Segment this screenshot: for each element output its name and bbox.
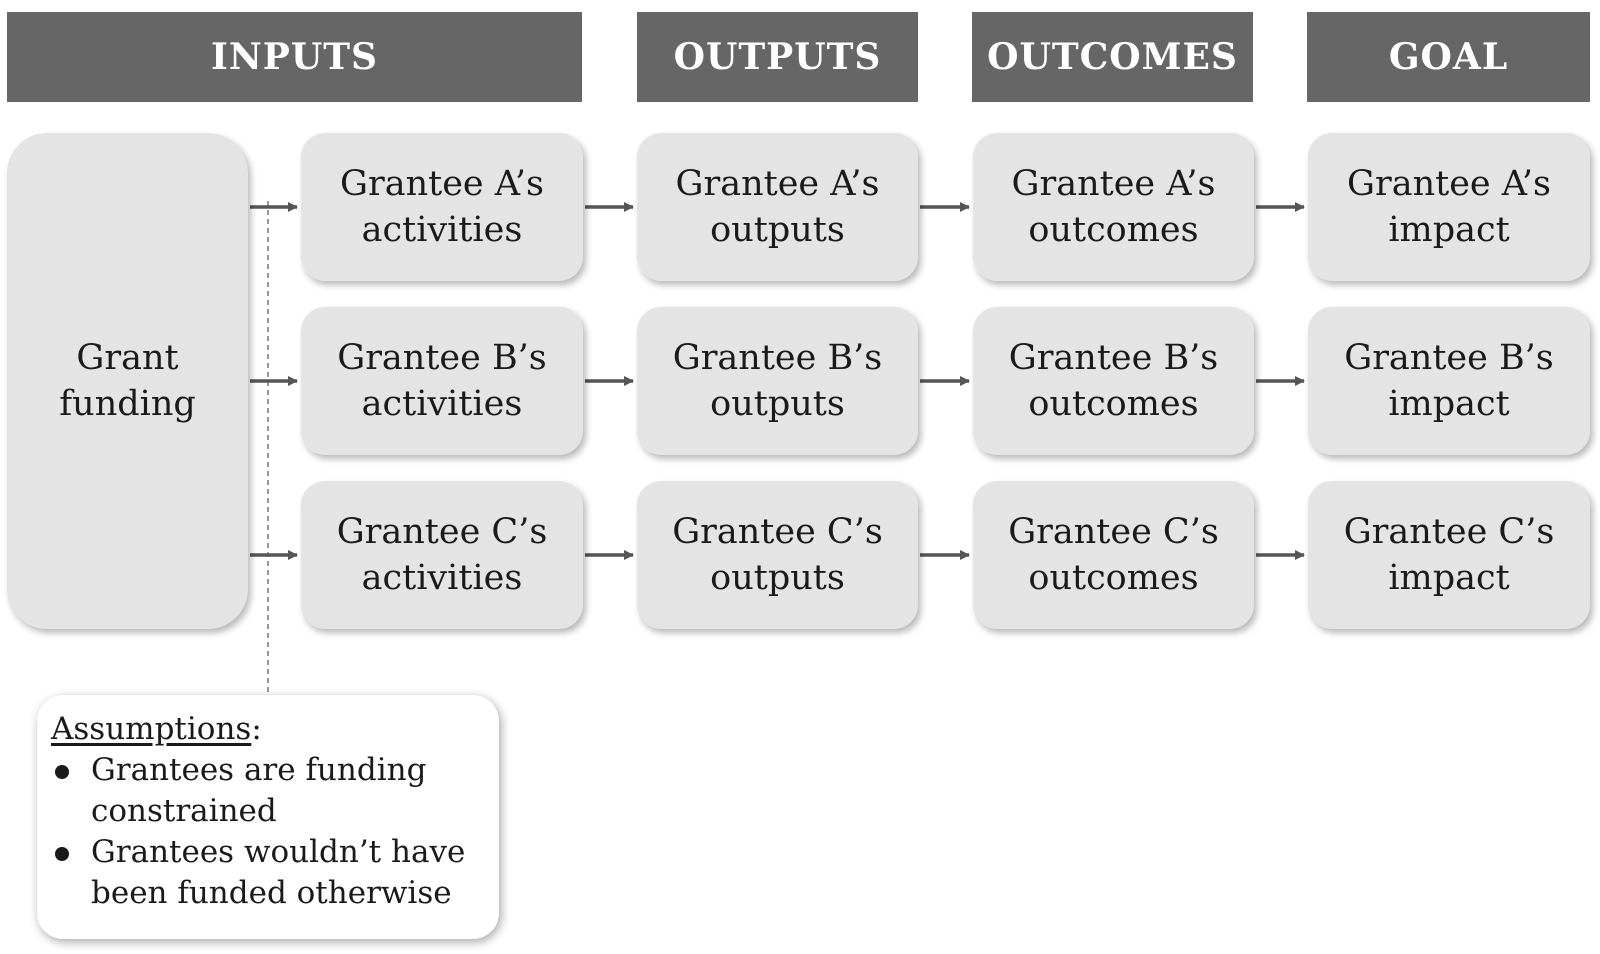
- outputs-a-line1: Grantee A’s: [675, 164, 880, 204]
- assumptions-title: Assumptions:: [51, 709, 485, 750]
- impact-box-b: Grantee B’s impact: [1308, 307, 1590, 455]
- assumptions-title-text: Assumptions: [51, 711, 252, 747]
- outputs-c-line1: Grantee C’s: [672, 512, 883, 552]
- activities-b-line2: activities: [361, 384, 523, 424]
- bullet-icon: [55, 847, 69, 861]
- impact-box-a: Grantee A’s impact: [1308, 133, 1590, 281]
- outputs-c-line2: outputs: [710, 558, 845, 598]
- activities-c-line2: activities: [361, 558, 523, 598]
- outputs-box-c: Grantee C’s outputs: [637, 481, 918, 629]
- grant-funding-box: Grant funding: [7, 133, 248, 629]
- header-goal: GOAL: [1307, 12, 1590, 102]
- grant-funding-label-line1: Grant: [76, 338, 179, 378]
- assumption-2-line1: Grantees wouldn’t have: [91, 834, 466, 870]
- outputs-b-line1: Grantee B’s: [672, 338, 883, 378]
- bullet-icon: [55, 765, 69, 779]
- grant-funding-label-line2: funding: [59, 384, 196, 424]
- outputs-b-line2: outputs: [710, 384, 845, 424]
- outcomes-box-a: Grantee A’s outcomes: [973, 133, 1254, 281]
- impact-a-line2: impact: [1388, 210, 1510, 250]
- outcomes-b-line2: outcomes: [1028, 384, 1199, 424]
- assumption-1-line1: Grantees are funding: [91, 752, 427, 788]
- outcomes-c-line1: Grantee C’s: [1008, 512, 1219, 552]
- assumptions-list: Grantees are funding constrained Grantee…: [51, 750, 485, 914]
- assumption-2-line2: been funded otherwise: [91, 875, 452, 911]
- assumptions-title-colon: :: [251, 711, 262, 747]
- outcomes-c-line2: outcomes: [1028, 558, 1199, 598]
- outcomes-box-b: Grantee B’s outcomes: [973, 307, 1254, 455]
- impact-c-line1: Grantee C’s: [1343, 512, 1555, 552]
- header-outcomes: OUTCOMES: [972, 12, 1253, 102]
- assumption-item: Grantees wouldn’t have been funded other…: [51, 832, 485, 914]
- activities-b-line1: Grantee B’s: [337, 338, 547, 378]
- assumption-1-line2: constrained: [91, 793, 277, 829]
- header-outputs: OUTPUTS: [637, 12, 918, 102]
- assumptions-box: Assumptions: Grantees are funding constr…: [37, 695, 499, 939]
- outcomes-box-c: Grantee C’s outcomes: [973, 481, 1254, 629]
- outputs-box-b: Grantee B’s outputs: [637, 307, 918, 455]
- header-inputs: INPUTS: [7, 12, 582, 102]
- activities-c-line1: Grantee C’s: [336, 512, 548, 552]
- outcomes-a-line1: Grantee A’s: [1011, 164, 1216, 204]
- outcomes-a-line2: outcomes: [1028, 210, 1199, 250]
- impact-c-line2: impact: [1388, 558, 1510, 598]
- assumption-item: Grantees are funding constrained: [51, 750, 485, 832]
- impact-a-line1: Grantee A’s: [1347, 164, 1551, 204]
- impact-b-line2: impact: [1388, 384, 1510, 424]
- activities-box-c: Grantee C’s activities: [301, 481, 583, 629]
- activities-box-b: Grantee B’s activities: [301, 307, 583, 455]
- outputs-a-line2: outputs: [710, 210, 845, 250]
- outcomes-b-line1: Grantee B’s: [1008, 338, 1219, 378]
- impact-b-line1: Grantee B’s: [1344, 338, 1554, 378]
- outputs-box-a: Grantee A’s outputs: [637, 133, 918, 281]
- activities-a-line2: activities: [361, 210, 523, 250]
- impact-box-c: Grantee C’s impact: [1308, 481, 1590, 629]
- activities-box-a: Grantee A’s activities: [301, 133, 583, 281]
- activities-a-line1: Grantee A’s: [340, 164, 544, 204]
